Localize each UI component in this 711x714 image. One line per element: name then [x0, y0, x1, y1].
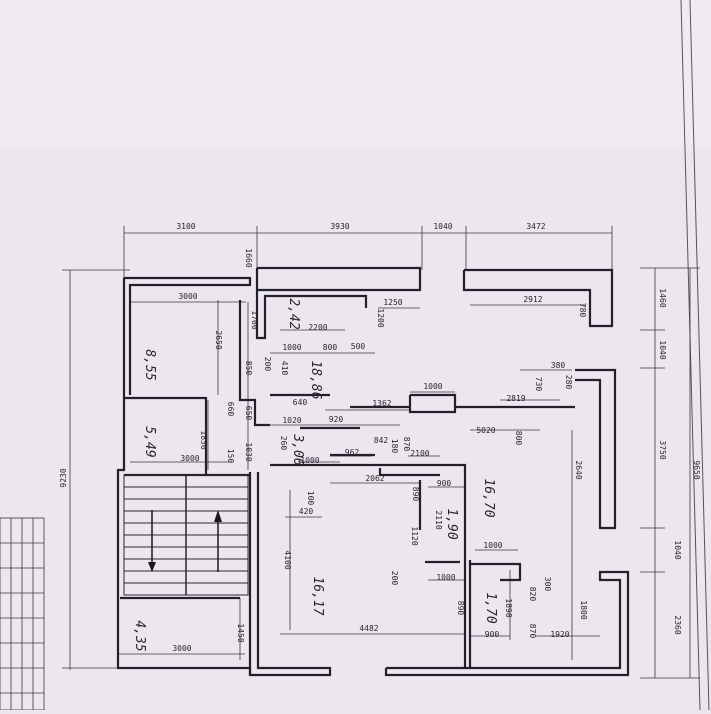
dim-right-4: 1040: [673, 540, 682, 559]
dim-inner: 1000: [300, 456, 319, 465]
dim-top-3: 1040: [433, 222, 452, 231]
dim-top-2: 3930: [330, 222, 349, 231]
room-area-5: 3,06: [290, 433, 305, 465]
dim-inner: 962: [345, 448, 360, 457]
title-block-grid: [0, 517, 45, 711]
dim-inner: 5020: [476, 426, 495, 435]
dim-inner: 1000: [483, 541, 502, 550]
dim-right-2: 1040: [658, 340, 667, 359]
dim-inner: 1700: [250, 310, 259, 329]
room-area-labels: 2,42 8,55 18,86 5,49 3,06 16,70 1,90 16,…: [132, 298, 498, 651]
dim-inner: 900: [485, 630, 500, 639]
dim-inner: 2110: [434, 510, 443, 529]
dim-inner: 900: [437, 479, 452, 488]
dim-inner: 2912: [523, 295, 542, 304]
dim-inner: 780: [578, 303, 587, 318]
dim-inner: 890: [411, 487, 420, 502]
dim-inner: 1120: [410, 526, 419, 545]
dim-top-1: 3100: [176, 222, 195, 231]
dim-inner: 500: [351, 342, 366, 351]
dim-inner: 730: [534, 377, 543, 392]
dim-inner: 380: [551, 361, 566, 370]
room-area-10: 4,35: [132, 620, 147, 651]
dim-inner: 1890: [504, 598, 513, 617]
dim-inner: 820: [528, 587, 537, 602]
dim-inner: 410: [280, 361, 289, 376]
dim-inner: 890: [456, 601, 465, 616]
right-dimension-labels: 1460 1040 3750 1040 2360 9650: [658, 288, 701, 634]
dim-inner: 300: [543, 577, 552, 592]
dim-inner: 800: [323, 343, 338, 352]
dimension-lines: [62, 226, 700, 679]
dim-inner: 1200: [376, 308, 385, 327]
room-area-8: 16,17: [310, 576, 325, 615]
room-area-7: 1,90: [444, 508, 459, 539]
staircase: [123, 474, 249, 596]
dim-inner: 842: [374, 436, 389, 445]
walls: [116, 266, 630, 677]
dim-right-1: 1460: [658, 288, 667, 307]
dim-inner: 4100: [283, 550, 292, 569]
dim-right-3: 3750: [658, 440, 667, 459]
dim-inner: 660: [226, 402, 235, 417]
dim-inner: 200: [263, 357, 272, 372]
dim-inner: 2100: [410, 449, 429, 458]
dim-inner: 2062: [365, 474, 384, 483]
dim-right-5: 2360: [673, 615, 682, 634]
dim-inner: 1830: [199, 430, 208, 449]
dim-inner: 1020: [282, 416, 301, 425]
dim-inner: 1000: [423, 382, 442, 391]
dim-right-total: 9650: [692, 460, 701, 479]
dim-inner: 1000: [282, 343, 301, 352]
room-area-1: 2,42: [286, 298, 301, 329]
dim-inner: 870: [402, 437, 411, 452]
dim-inner: 920: [329, 415, 344, 424]
dim-inner: 1250: [383, 298, 402, 307]
dim-inner: 3000: [178, 292, 197, 301]
dim-inner: 1800: [579, 600, 588, 619]
dim-inner: 2819: [506, 394, 525, 403]
dim-inner: 180: [390, 439, 399, 454]
room-area-9: 1,70: [483, 592, 498, 623]
dim-inner: 3000: [180, 454, 199, 463]
dim-inner: 1920: [550, 630, 569, 639]
dim-inner: 420: [299, 507, 314, 516]
top-dimension-labels: 3100 3930 1040 3472: [176, 222, 545, 231]
dim-inner: 280: [564, 375, 573, 390]
dim-inner: 800: [514, 431, 523, 446]
dim-inner: 2650: [214, 330, 223, 349]
dim-left-total: 9230: [59, 468, 68, 487]
dim-inner: 100: [306, 491, 315, 506]
dim-inner: 200: [390, 571, 399, 586]
dim-inner: 4482: [359, 624, 378, 633]
dim-inner: 3000: [172, 644, 191, 653]
room-area-4: 5,49: [142, 426, 157, 457]
dim-inner: 870: [528, 624, 537, 639]
dim-inner: 1030: [244, 442, 253, 461]
dim-inner: 1660: [244, 248, 253, 267]
dim-inner: 1362: [372, 399, 391, 408]
inner-dimension-labels: 3000 1250 2912 780 2200 1700 1200 1000 8…: [172, 248, 588, 653]
dim-inner: 640: [293, 398, 308, 407]
room-area-2: 8,55: [142, 349, 157, 380]
dim-inner: 1000: [436, 573, 455, 582]
dim-inner: 850: [244, 361, 253, 376]
dim-inner: 2640: [574, 460, 583, 479]
dim-inner: 260: [279, 436, 288, 451]
dim-top-4: 3472: [526, 222, 545, 231]
sheet-frame: [680, 0, 710, 711]
dim-inner: 1450: [236, 623, 245, 642]
dim-inner: 650: [244, 406, 253, 421]
room-area-3: 18,86: [308, 360, 323, 399]
dim-inner: 150: [226, 449, 235, 464]
room-area-6: 16,70: [481, 478, 496, 517]
dim-inner: 2200: [308, 323, 327, 332]
